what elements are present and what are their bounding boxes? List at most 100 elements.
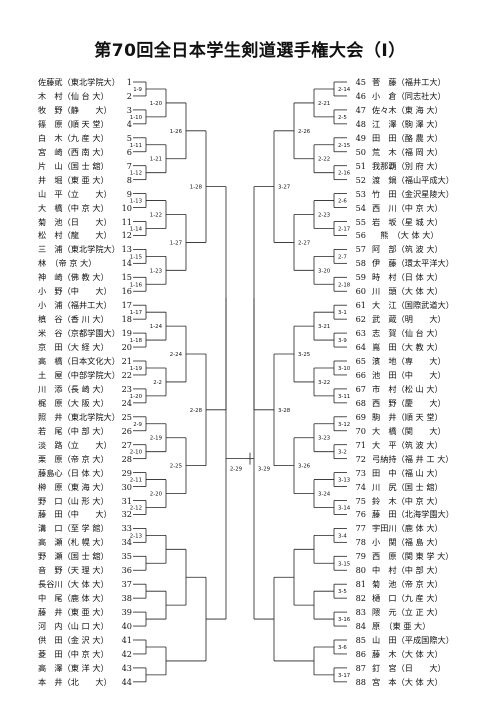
left-entry-row: 林 （帝 京 大）14	[0, 257, 150, 269]
left-entry-row: 梶 原（大 阪 大）24	[0, 397, 150, 409]
match-label: 3-28	[278, 408, 291, 414]
left-entry-row: 米 谷（京都学園大）19	[0, 327, 150, 339]
left-entry-row: 供 田（金 沢 大）41	[0, 634, 150, 646]
match-label: 3-22	[318, 380, 330, 386]
entry-number: 15	[121, 272, 132, 283]
entry-number: 11	[121, 216, 132, 227]
entry-number: 76	[355, 509, 366, 520]
entry-number: 54	[355, 202, 366, 213]
entry-number: 44	[121, 676, 132, 687]
entry-name: 宇田川（鹿 体 大）	[372, 523, 443, 534]
match-label: 2-7	[338, 254, 347, 260]
entry-name: 駒 井（順 天 堂）	[372, 411, 443, 422]
left-entry-row: 菱 田（中 京 大）42	[0, 648, 150, 660]
entry-name: 菱 田（中 京 大）	[38, 648, 109, 659]
left-entry-row: 井 堀（東 亜 大）8	[0, 174, 150, 186]
left-entry-row: 土 屋（中部学院大）22	[0, 369, 150, 381]
entry-name: 小 野（中 大）	[38, 286, 112, 297]
match-label: 2-15	[338, 143, 350, 149]
entry-number: 20	[121, 342, 132, 353]
entry-name: 木 村（仙 台 大）	[38, 90, 109, 101]
entry-number: 4	[126, 118, 132, 129]
left-entry-row: 神 崎（佛 教 大）15	[0, 271, 150, 283]
match-label: 3-9	[338, 338, 347, 344]
match-label: 1-18	[130, 338, 143, 344]
match-label: 2-20	[150, 492, 163, 498]
entry-number: 16	[121, 286, 132, 297]
match-label: 3-21	[318, 324, 330, 330]
match-label: 2-18	[338, 282, 351, 288]
left-entry-row: 藤 田（中 大）32	[0, 508, 150, 520]
match-label: 2-29	[230, 467, 243, 473]
entry-number: 24	[121, 397, 132, 408]
entry-name: 岩 坂（星 城 大）	[372, 216, 443, 227]
entry-number: 29	[121, 467, 132, 478]
entry-number: 3	[126, 104, 132, 115]
entry-name: 鈴 木（中 京 大）	[372, 495, 443, 506]
entry-number: 52	[355, 174, 366, 185]
entry-number: 59	[355, 272, 366, 283]
left-entry-row: 藤 井（東 亜 大）39	[0, 606, 150, 618]
entry-number: 22	[121, 369, 132, 380]
left-entry-row: 榊 原（東 海 大）30	[0, 481, 150, 493]
entry-number: 37	[121, 579, 132, 590]
entry-name: 菊 池（帝 京 大）	[372, 579, 443, 590]
entry-number: 13	[121, 244, 132, 255]
entry-number: 65	[355, 356, 366, 366]
entry-number: 56	[355, 230, 366, 241]
entry-name: 京 田（大 経 大）	[38, 342, 109, 353]
match-label: 1-20	[130, 394, 143, 400]
entry-number: 62	[355, 314, 366, 325]
entry-name: 長谷川（大 体 大）	[38, 579, 109, 590]
page-title: 第70回全日本学生剣道選手権大会（Ⅰ）	[94, 41, 406, 61]
entry-name: 野 口（山 形 大）	[38, 495, 109, 506]
entry-name: 荒 木（福 岡 大）	[372, 146, 443, 157]
match-label: 2-10	[130, 450, 143, 456]
entry-name: 淡 路（立 大）	[38, 439, 112, 450]
entry-number: 72	[355, 453, 366, 464]
left-entry-row: 佐藤貮（東北学院大）1	[0, 76, 150, 88]
match-label: 1-24	[150, 324, 163, 330]
entry-name: 篠 原（順 天 堂）	[38, 118, 109, 129]
match-label: 2-27	[298, 240, 310, 246]
entry-number: 9	[126, 188, 132, 199]
entry-name: 川 頭（大 体 大）	[372, 286, 443, 297]
entry-number: 79	[355, 551, 366, 562]
entry-name: 松 村（龍 大）	[38, 230, 112, 241]
entry-number: 58	[355, 258, 366, 269]
match-label: 1-13	[130, 199, 142, 205]
left-entry-row: 溝 口（至 学 館）33	[0, 522, 150, 534]
entry-name: 川 添（長 崎 大）	[38, 383, 109, 394]
entry-number: 8	[126, 174, 132, 185]
left-entry-row: 本 井（北 大）44	[0, 676, 150, 688]
match-label: 3-4	[338, 533, 347, 539]
match-label: 1-9	[133, 87, 142, 93]
entry-name: 濱 地（専 大）	[372, 356, 446, 366]
entry-number: 75	[355, 495, 366, 506]
match-label: 1-21	[150, 157, 162, 163]
entry-number: 36	[121, 565, 132, 576]
match-label: 1-10	[130, 115, 143, 121]
entry-name: 林 （帝 京 大）	[38, 258, 97, 269]
match-label: 3-5	[338, 589, 347, 595]
entry-number: 64	[355, 342, 366, 353]
entry-name: 嶌 田（大 教 大）	[372, 342, 443, 353]
entry-number: 25	[121, 411, 132, 422]
left-entry-row: 牧 野（静 大）3	[0, 104, 150, 116]
left-entry-row: 松 村（龍 大）12	[0, 229, 150, 241]
entry-name: 照 井（東北学院大）	[38, 411, 120, 422]
entry-name: 藤 井（東 亜 大）	[38, 607, 109, 618]
entry-name: 竹 田（金沢星陵大）	[372, 188, 454, 199]
entry-name: 小 倉（同志社大）	[372, 90, 446, 101]
left-entry-row: 宮 崎（西 南 大）6	[0, 146, 150, 158]
